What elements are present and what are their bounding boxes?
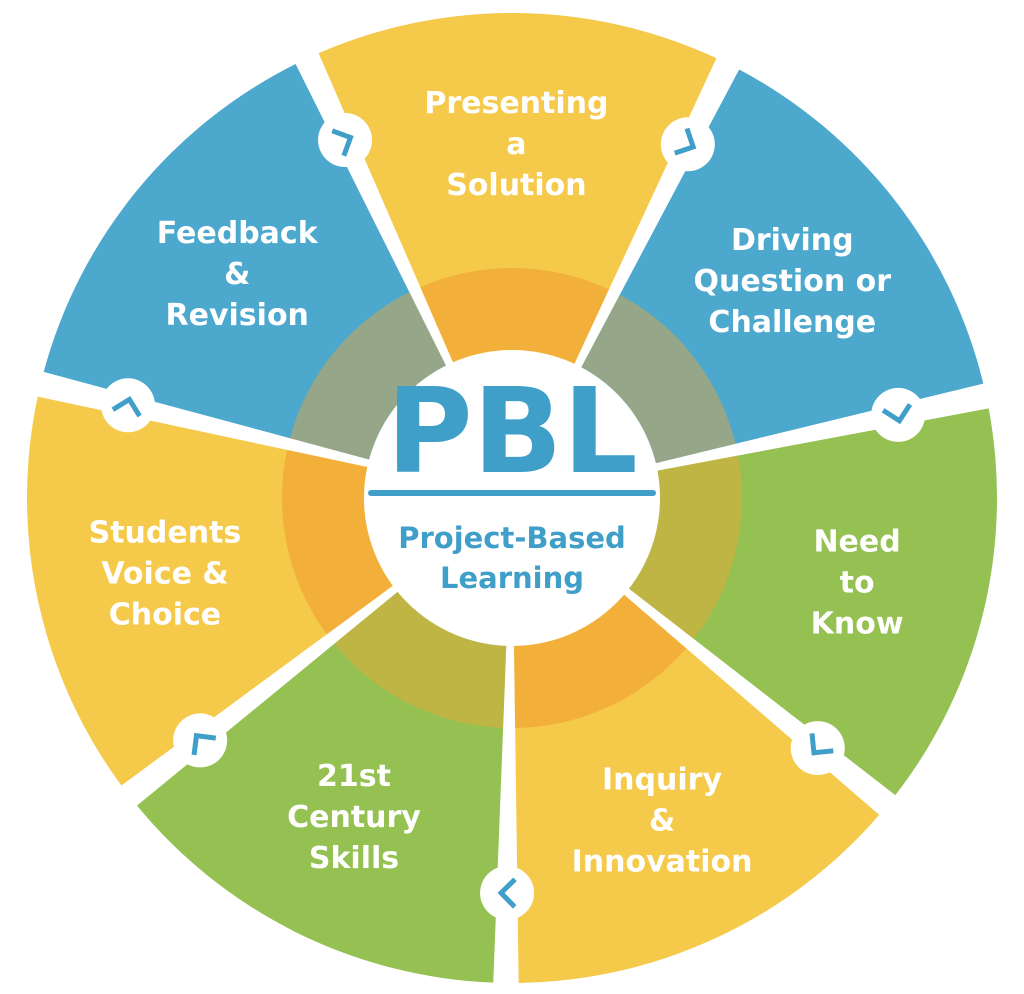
segment-label-need-to-know: Know <box>811 606 904 641</box>
segment-21st-century <box>136 585 507 983</box>
connector-circle <box>173 713 228 768</box>
step-connector <box>318 113 373 168</box>
segment-label-inquiry: Innovation <box>572 845 753 880</box>
connector-circle <box>480 865 535 920</box>
segment-label-need-to-know: Need <box>813 524 900 559</box>
segment-label-students-voice: Choice <box>109 598 221 633</box>
chevron-right-icon <box>111 396 142 418</box>
inner-ring-band-21st-century <box>334 591 507 728</box>
segment-driving-question <box>576 69 984 466</box>
connector-circle <box>318 113 373 168</box>
connector-circle <box>660 117 715 172</box>
segment-label-driving-question: Driving <box>731 223 854 258</box>
segment-label-presenting: Solution <box>446 168 586 203</box>
segment-label-students-voice: Voice & <box>101 557 228 592</box>
chevron-right-icon <box>191 732 217 756</box>
chevron-right-icon <box>809 733 834 756</box>
step-connector <box>101 378 156 433</box>
center-subtitle-line2: Learning <box>440 561 584 595</box>
inner-ring-band-students-voice <box>282 449 393 635</box>
step-connector <box>480 865 535 920</box>
center-divider <box>368 490 656 496</box>
segment-label-feedback: & <box>224 257 250 292</box>
segment-label-need-to-know: to <box>840 565 875 600</box>
segment-label-inquiry: Inquiry <box>602 763 722 798</box>
segment-need-to-know <box>621 408 998 796</box>
connector-circle <box>871 387 926 442</box>
segment-label-21st-century: 21st <box>317 759 391 794</box>
segment-label-students-voice: Students <box>89 516 242 551</box>
step-connector <box>871 387 926 442</box>
chevron-right-icon <box>881 403 913 425</box>
segment-label-inquiry: & <box>649 804 675 839</box>
center-circle <box>364 350 660 646</box>
inner-ring-band-driving-question <box>581 294 736 464</box>
center-subtitle-line1: Project-Based <box>398 521 626 555</box>
segment-label-presenting: a <box>506 127 526 162</box>
chevron-right-icon <box>673 127 697 156</box>
segment-label-21st-century: Century <box>287 800 421 835</box>
step-connector <box>660 117 715 172</box>
segment-label-21st-century: Skills <box>309 841 399 876</box>
segment-label-feedback: Feedback <box>157 216 319 251</box>
inner-ring-band-presenting <box>420 268 609 364</box>
inner-ring-band-feedback <box>289 292 446 460</box>
connector-circle <box>790 721 845 776</box>
chevron-right-icon <box>497 877 517 909</box>
segment-label-presenting: Presenting <box>424 86 608 121</box>
segment-label-driving-question: Question or <box>694 264 892 299</box>
inner-ring-band-inquiry <box>514 594 687 728</box>
step-connector <box>790 721 845 776</box>
segment-feedback <box>43 63 451 463</box>
connectors-layer <box>101 113 926 920</box>
segment-label-feedback: Revision <box>166 298 309 333</box>
center-hub: PBL Project-Based Learning <box>364 350 660 646</box>
inner-ring-band-need-to-know <box>628 455 742 639</box>
connector-circle <box>101 378 156 433</box>
chevron-right-icon <box>331 128 354 157</box>
segment-presenting <box>318 13 717 373</box>
center-title: PBL <box>386 362 638 500</box>
segment-label-driving-question: Challenge <box>708 305 876 340</box>
step-connector <box>173 713 228 768</box>
inner-ring <box>282 268 742 728</box>
